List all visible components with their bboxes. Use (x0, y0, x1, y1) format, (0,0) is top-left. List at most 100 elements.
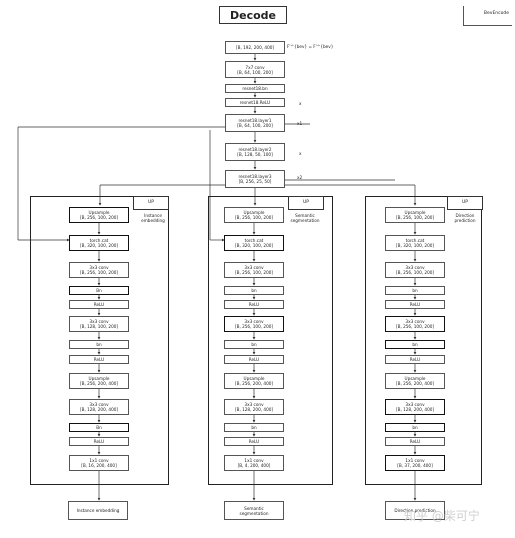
semantic-block-1-line-0: torch.cat (244, 238, 264, 243)
up-tag-instance: UP (133, 196, 169, 210)
semantic-block-8: Upsample[B, 256, 200, 400] (224, 373, 284, 389)
instance-block-1: torch.cat[B, 320, 100, 200] (69, 235, 129, 251)
semantic-block-2-line-1: [B, 256, 100, 200] (234, 270, 274, 275)
instance-block-8-line-1: [B, 256, 200, 400] (79, 381, 119, 386)
direction-block-5-line-0: 3x3 conv (405, 319, 425, 324)
direction-block-2: 3x3 conv[B, 256, 100, 200] (385, 262, 445, 278)
instance-block-0-line-1: [B, 256, 100, 200] (79, 215, 119, 220)
panel-semantic (208, 196, 333, 485)
direction-block-0: Upsample[B, 256, 100, 200] (385, 207, 445, 223)
semantic-block-4-line-0: ReLU (248, 302, 260, 307)
direction-block-6-line-0: bn (412, 342, 418, 347)
semantic-block-3-line-0: bn (251, 288, 257, 293)
semantic-block-0-line-1: [B, 256, 100, 200] (234, 215, 274, 220)
diagram-title: Decode (219, 6, 287, 24)
direction-block-1-line-0: torch.cat (405, 238, 425, 243)
semantic-block-0: Upsample[B, 256, 100, 200] (224, 207, 284, 223)
output-instance: Instance embedding (68, 501, 128, 520)
var-x-layer2: x (299, 151, 302, 156)
output-direction-label: Direction prediction (394, 508, 436, 513)
semantic-block-10: bn (224, 423, 284, 432)
side-label-semantic: Semantic segmentation (290, 213, 320, 223)
layer2-label: resnet18.layer2 (238, 147, 272, 152)
direction-block-3-line-0: bn (412, 288, 418, 293)
layer1-box: resnet18.layer1 [B, 64, 100, 200] (225, 114, 285, 132)
var-x1: x1 (297, 121, 303, 126)
instance-block-12-line-0: 1x1 conv (89, 458, 109, 463)
instance-block-10-line-0: Bn (96, 425, 102, 430)
semantic-block-7: ReLU (224, 355, 284, 364)
output-direction: Direction prediction (385, 501, 445, 520)
semantic-block-5-line-1: [B, 256, 100, 200] (234, 324, 274, 329)
output-semantic: Semantic segmentation (224, 501, 284, 520)
instance-block-11: ReLU (69, 437, 129, 446)
instance-block-9-line-1: [B, 128, 200, 400] (79, 407, 119, 412)
direction-block-1-line-1: [B, 320, 100, 200] (395, 243, 435, 248)
instance-block-1-line-1: [B, 320, 100, 200] (79, 243, 119, 248)
conv7-shape: [B, 64, 100, 200] (237, 69, 273, 75)
instance-block-5: 3x3 conv[B, 128, 100, 200] (69, 316, 129, 332)
resnet-relu-box: resnet18.ReLU (225, 98, 285, 107)
instance-block-8-line-0: Upsample (88, 376, 110, 381)
semantic-block-2-line-0: 3x3 conv (244, 265, 264, 270)
formula-label: F'^{bev} = F'^{bev} (287, 44, 334, 49)
direction-block-10-line-0: bn (412, 425, 418, 430)
semantic-block-3: bn (224, 286, 284, 295)
layer2-box: resnet18.layer2 [B, 128, 50, 100] (225, 143, 285, 161)
semantic-block-12-line-1: [B, 4, 200, 400] (237, 463, 271, 468)
resnet-bn-box: resnet18.bn (225, 84, 285, 93)
output-semantic-label: Semantic segmentation (239, 505, 269, 516)
semantic-block-11-line-0: ReLU (248, 439, 260, 444)
instance-block-7-line-0: ReLU (93, 357, 105, 362)
layer3-box: resnet18.layer3 [B, 256, 25, 50] (225, 170, 285, 188)
semantic-block-9-line-0: 3x3 conv (244, 402, 264, 407)
semantic-block-4: ReLU (224, 300, 284, 309)
direction-block-8-line-0: Upsample (404, 376, 426, 381)
panel-direction (365, 196, 482, 485)
layer1-label: resnet18.layer1 (238, 118, 272, 123)
instance-block-9-line-0: 3x3 conv (89, 402, 109, 407)
semantic-block-1-line-1: [B, 320, 100, 200] (234, 243, 274, 248)
instance-block-9: 3x3 conv[B, 128, 200, 400] (69, 399, 129, 415)
instance-block-2-line-0: 3x3 conv (89, 265, 109, 270)
semantic-block-2: 3x3 conv[B, 256, 100, 200] (224, 262, 284, 278)
direction-block-5: 3x3 conv[B, 256, 100, 200] (385, 316, 445, 332)
direction-block-7-line-0: ReLU (409, 357, 421, 362)
direction-block-8-line-1: [B, 256, 200, 400] (395, 381, 435, 386)
instance-block-4-line-0: ReLU (93, 302, 105, 307)
direction-block-9: 3x3 conv[B, 128, 200, 400] (385, 399, 445, 415)
instance-block-12: 1x1 conv[B, 16, 200, 400] (69, 455, 129, 471)
semantic-block-10-line-0: bn (251, 425, 257, 430)
semantic-block-7-line-0: ReLU (248, 357, 260, 362)
semantic-block-1: torch.cat[B, 320, 100, 200] (224, 235, 284, 251)
instance-block-1-line-0: torch.cat (89, 238, 109, 243)
semantic-block-0-line-0: Upsample (243, 210, 265, 215)
var-x2: x2 (297, 175, 303, 180)
direction-block-9-line-0: 3x3 conv (405, 402, 425, 407)
direction-block-12: 1x1 conv[B, 37, 200, 400] (385, 455, 445, 471)
semantic-block-12: 1x1 conv[B, 4, 200, 400] (224, 455, 284, 471)
instance-block-2-line-1: [B, 256, 100, 200] (79, 270, 119, 275)
direction-block-12-line-0: 1x1 conv (405, 458, 425, 463)
layer3-shape: [B, 256, 25, 50] (238, 179, 272, 184)
side-label-direction: Direction prediction (454, 213, 476, 223)
up-tag-direction: UP (447, 196, 483, 210)
panel-instance (30, 196, 169, 485)
instance-block-2: 3x3 conv[B, 256, 100, 200] (69, 262, 129, 278)
semantic-block-5-line-0: 3x3 conv (244, 319, 264, 324)
semantic-block-6-line-0: bn (251, 342, 257, 347)
semantic-block-8-line-1: [B, 256, 200, 400] (234, 381, 274, 386)
direction-block-2-line-1: [B, 256, 100, 200] (395, 270, 435, 275)
direction-block-0-line-0: Upsample (404, 210, 426, 215)
direction-block-10: bn (385, 423, 445, 432)
resnet-relu-label: resnet18.ReLU (239, 100, 271, 105)
instance-block-6: bn (69, 340, 129, 349)
instance-block-10: Bn (69, 423, 129, 432)
conv7-label: 7x7 conv (245, 64, 265, 70)
instance-block-3-line-0: Bn (96, 288, 102, 293)
resnet-bn-label: resnet18.bn (242, 86, 268, 91)
layer1-shape: [B, 64, 100, 200] (237, 123, 273, 128)
semantic-block-12-line-0: 1x1 conv (244, 458, 264, 463)
direction-block-0-line-1: [B, 256, 100, 200] (395, 215, 435, 220)
